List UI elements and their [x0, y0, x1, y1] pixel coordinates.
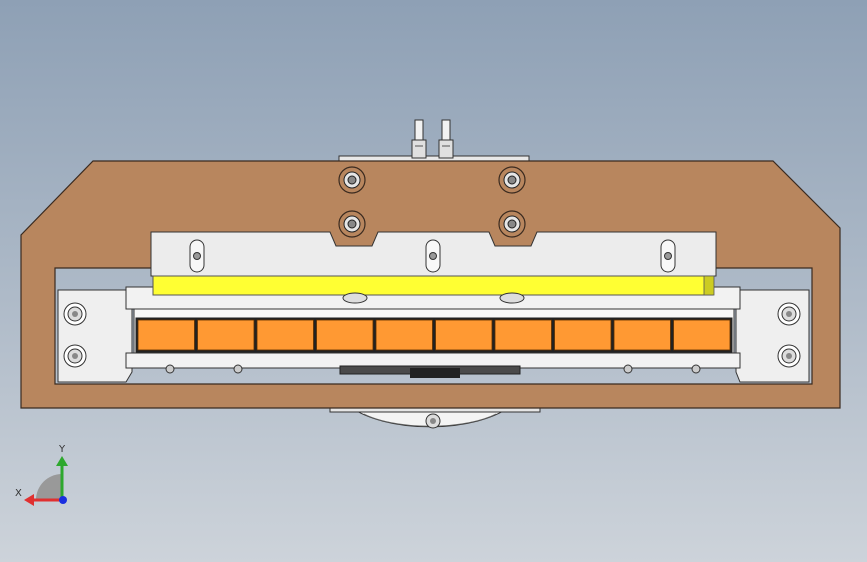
orange-cell	[256, 319, 314, 351]
adjustment-slots	[189, 239, 676, 273]
x-axis-arrow	[24, 494, 34, 506]
orange-cell	[435, 319, 493, 351]
z-axis-dot	[59, 496, 67, 504]
pneumatic-fittings[interactable]	[338, 119, 530, 165]
y-axis-label: Y	[58, 444, 66, 455]
slider-plate[interactable]	[150, 231, 717, 304]
orange-cell	[316, 319, 374, 351]
y-axis-arrow	[56, 456, 68, 466]
orange-cell	[673, 319, 731, 351]
triad-quadrant	[36, 474, 62, 500]
orange-cell-strip[interactable]	[135, 317, 733, 353]
slot-bolt	[429, 252, 437, 260]
fitting-left[interactable]	[411, 119, 427, 159]
orange-cell	[494, 319, 552, 351]
orange-cell	[137, 319, 195, 351]
fitting-right[interactable]	[438, 119, 454, 159]
slot-bolt	[193, 252, 201, 260]
frame-bolts	[338, 166, 526, 238]
x-axis-label: X	[15, 488, 22, 499]
orange-cell	[197, 319, 255, 351]
slot-bolt	[664, 252, 672, 260]
orange-cell	[613, 319, 671, 351]
orange-cell	[375, 319, 433, 351]
orange-cell	[554, 319, 612, 351]
